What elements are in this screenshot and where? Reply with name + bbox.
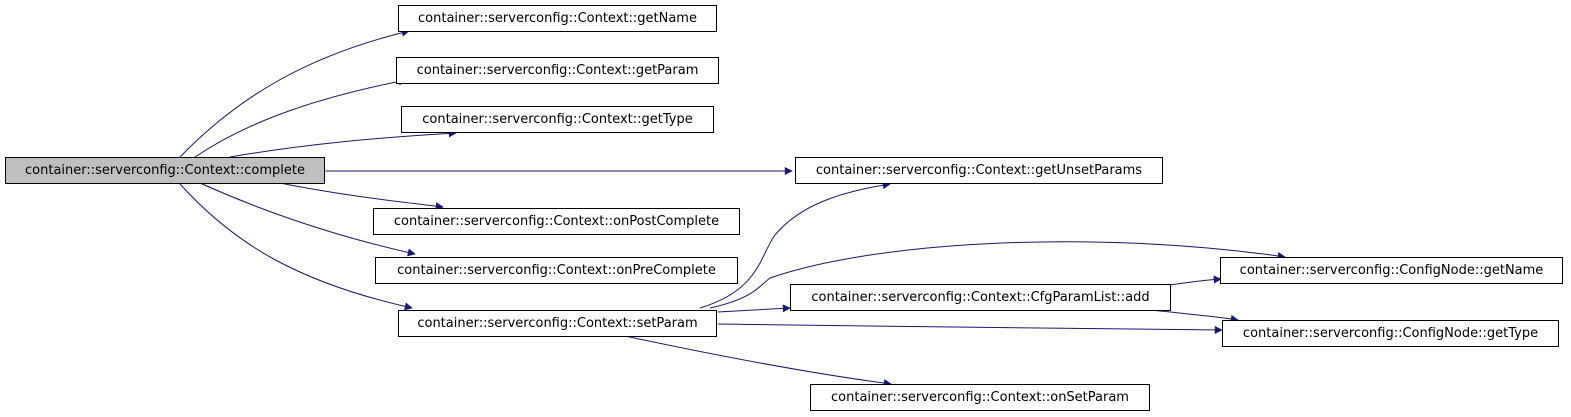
- node-confignode-getname[interactable]: container::serverconfig::ConfigNode::get…: [1220, 257, 1563, 284]
- edge-setParam-cfgAdd: [717, 304, 791, 313]
- node-context-onsetparam[interactable]: container::serverconfig::Context::onSetP…: [810, 384, 1150, 411]
- node-context-gettype[interactable]: container::serverconfig::Context::getTyp…: [401, 106, 714, 133]
- node-confignode-gettype[interactable]: container::serverconfig::ConfigNode::get…: [1222, 320, 1559, 347]
- edge-cfgAdd-cfgNodeGetName: [1169, 275, 1222, 286]
- node-context-getparam[interactable]: container::serverconfig::Context::getPar…: [396, 57, 719, 84]
- edge-complete-getType: [229, 129, 457, 158]
- node-context-onpostcomplete[interactable]: container::serverconfig::Context::onPost…: [373, 208, 740, 235]
- node-context-complete[interactable]: container::serverconfig::Context::comple…: [5, 157, 325, 184]
- edge-setParam-cfgNodeGetType: [717, 323, 1223, 334]
- edge-setParam-onSetParam: [624, 335, 892, 388]
- edge-setParam-getUnsetParams: [699, 181, 891, 309]
- node-context-getname[interactable]: container::serverconfig::Context::getNam…: [398, 5, 717, 32]
- edge-complete-onPostComplete: [279, 182, 444, 211]
- edge-complete-onPreComplete: [199, 182, 416, 257]
- edge-complete-getParam: [194, 77, 407, 158]
- edge-complete-getName: [179, 28, 410, 158]
- node-context-onprecomplete[interactable]: container::serverconfig::Context::onPreC…: [375, 257, 738, 284]
- node-context-getunsetparams[interactable]: container::serverconfig::Context::getUns…: [795, 157, 1163, 184]
- node-cfgparamlist-add[interactable]: container::serverconfig::Context::CfgPar…: [790, 284, 1171, 311]
- node-context-setparam[interactable]: container::serverconfig::Context::setPar…: [398, 310, 717, 337]
- edge-setParam-cfgNodeGetName: [709, 241, 1286, 309]
- edge-complete-setParam: [179, 183, 413, 311]
